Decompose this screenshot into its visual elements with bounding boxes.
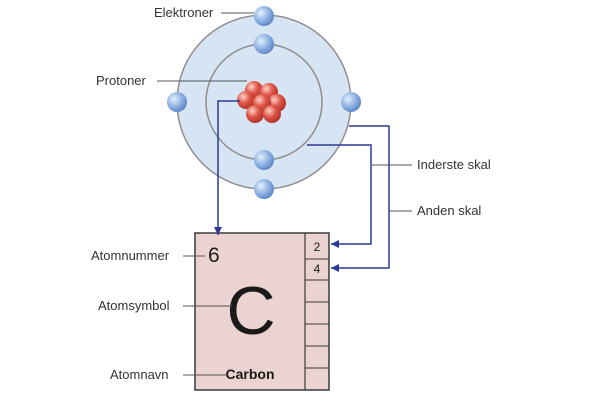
- atomic-symbol: C: [226, 273, 275, 349]
- electron-inner-top: [254, 34, 274, 54]
- arrow-protons-to-number: [214, 100, 240, 235]
- electron-outer-right: [341, 92, 361, 112]
- shell-count-2: 4: [314, 262, 321, 276]
- atomic-number: 6: [208, 244, 220, 267]
- label-second-shell: Anden skal: [417, 203, 481, 218]
- label-atomic-number: Atomnummer: [91, 248, 170, 263]
- element-card: 2 4 6 C Carbon: [194, 232, 330, 391]
- proton: [237, 91, 255, 109]
- arrow-inner-shell-to-count: [307, 144, 372, 248]
- electrons: [167, 6, 361, 199]
- electron-inner-bottom: [254, 150, 274, 170]
- label-protons: Protoner: [96, 73, 147, 88]
- electron-outer-bottom: [254, 179, 274, 199]
- proton: [246, 105, 264, 123]
- label-electrons: Elektroner: [154, 5, 214, 20]
- electron-outer-top: [254, 6, 274, 26]
- label-atomic-symbol: Atomsymbol: [98, 298, 170, 313]
- arrow-second-shell-to-count: [331, 125, 390, 272]
- labels: Elektroner Protoner Inderste skal Anden …: [91, 5, 491, 382]
- electron-outer-left: [167, 92, 187, 112]
- proton: [263, 105, 281, 123]
- label-inner-shell: Inderste skal: [417, 157, 491, 172]
- shell-slots: [305, 258, 329, 369]
- label-atomic-name: Atomnavn: [110, 367, 169, 382]
- arrows: [214, 100, 390, 272]
- shell-count-1: 2: [314, 240, 321, 254]
- atomic-name: Carbon: [226, 366, 275, 382]
- nucleus: [237, 81, 286, 123]
- atom-model: [167, 6, 361, 199]
- leader-lines: [157, 12, 412, 376]
